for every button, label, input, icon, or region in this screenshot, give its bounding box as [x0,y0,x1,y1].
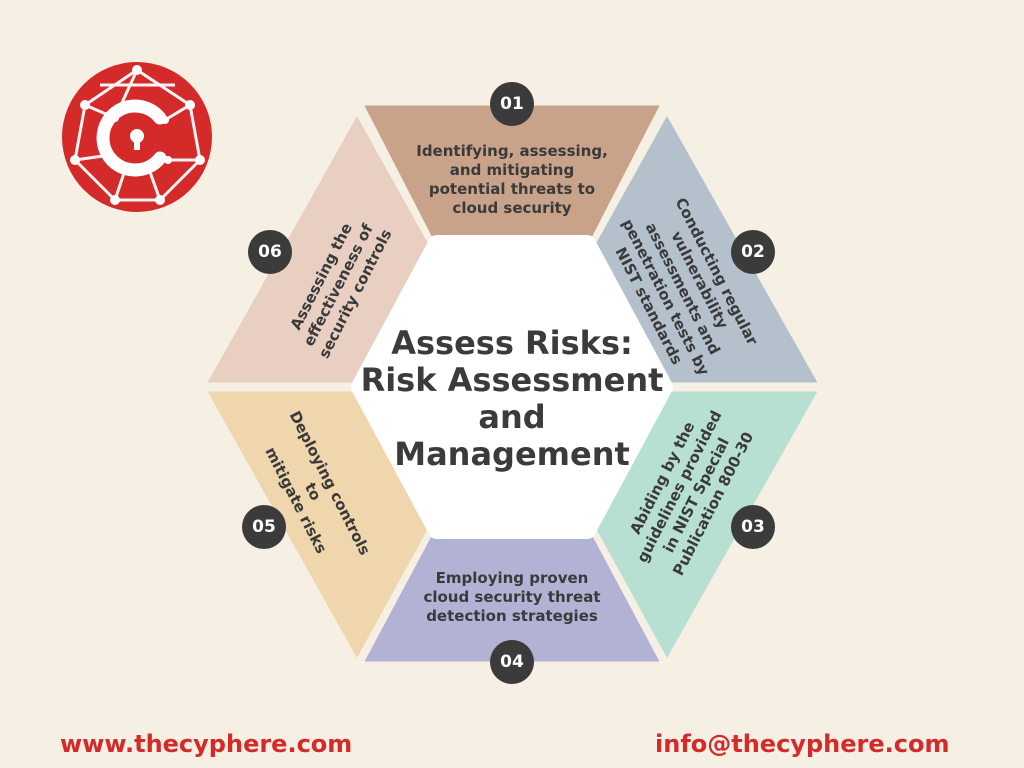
segment-06-badge: 06 [248,230,292,274]
segment-05-badge: 05 [242,505,286,549]
segment-04-badge: 04 [490,640,534,684]
segment-03-badge: 03 [731,505,775,549]
email-link[interactable]: info@thecyphere.com [655,730,950,758]
segment-04-text: Employing proven cloud security threat d… [423,569,601,625]
center-hexagon [351,235,673,539]
segment-01-text: Identifying, assessing, and mitigating p… [416,142,608,217]
website-link[interactable]: www.thecyphere.com [60,730,353,758]
cyphere-logo-icon [62,62,212,212]
diagram-title: Assess Risks: Risk Assessment and Manage… [360,324,664,473]
segment-01-badge: 01 [490,82,534,126]
segment-02-badge: 02 [731,230,775,274]
